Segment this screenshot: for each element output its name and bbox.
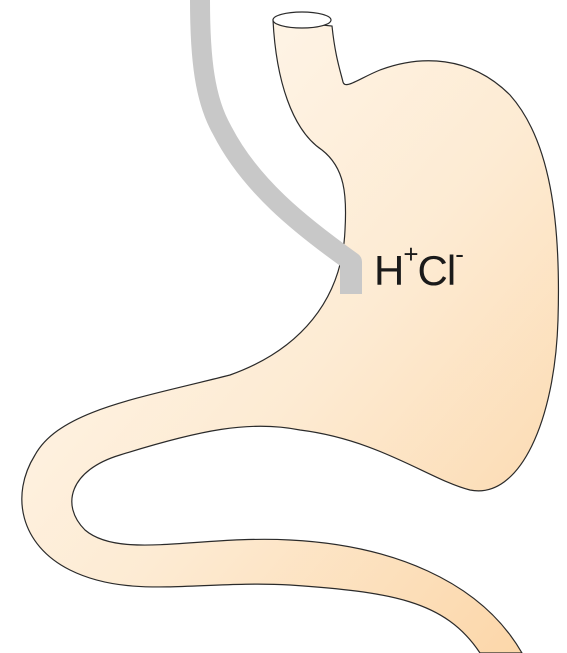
- hydrogen-symbol: H: [374, 247, 403, 294]
- hcl-label: H+Cl-: [374, 247, 463, 295]
- endoscope-tip: [340, 264, 362, 294]
- stomach-body: [22, 20, 559, 653]
- chloride-symbol: Cl: [418, 247, 456, 294]
- hydrogen-charge: +: [403, 239, 417, 269]
- esophagus-opening: [273, 12, 331, 28]
- chloride-charge: -: [455, 239, 463, 269]
